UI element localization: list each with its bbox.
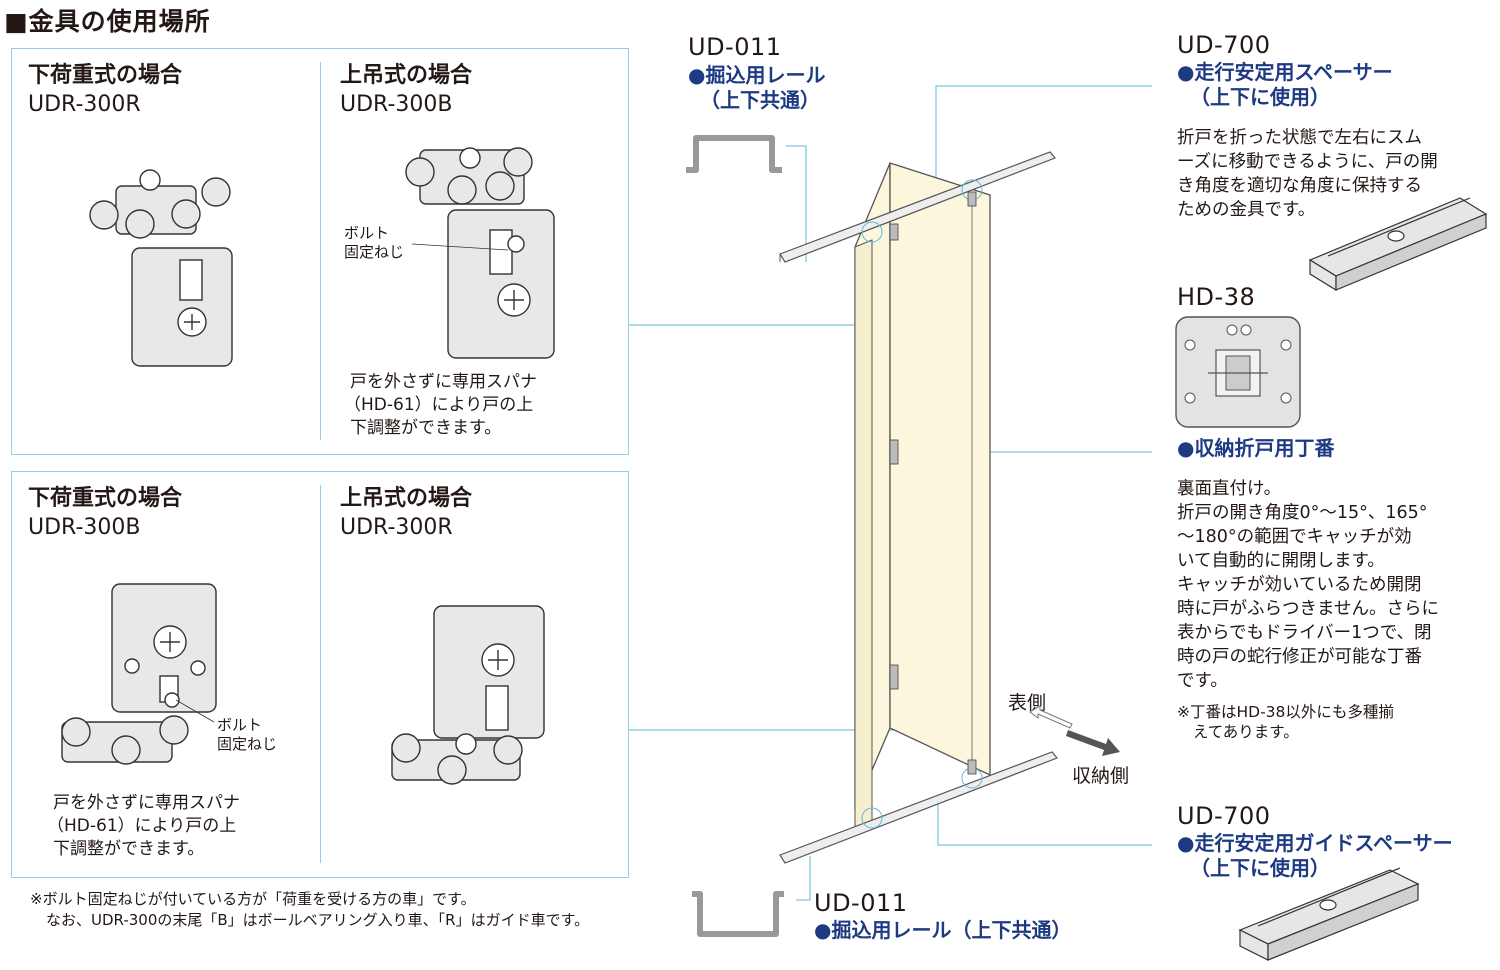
- top-right-heading: 上吊式の場合: [340, 63, 473, 88]
- hinge-label: ●収納折戸用丁番: [1177, 436, 1335, 460]
- top-rail-label: ●掘込用レール: [688, 63, 826, 87]
- hinge-desc-line2: 折戸の開き角度0°〜15°、165°: [1177, 503, 1428, 523]
- bottom-panel-frame: [11, 471, 629, 878]
- leader-spacer-top: [935, 85, 1152, 200]
- bottom-right-model: UDR-300R: [340, 515, 453, 540]
- leader-top-rail: [786, 145, 807, 262]
- spacer-drawing: [1308, 197, 1488, 292]
- top-left-model: UDR-300R: [28, 92, 141, 117]
- bottom-right-heading: 上吊式の場合: [340, 486, 473, 511]
- roller-top-right: [405, 147, 555, 359]
- hinge-desc-line4: いて自動的に開閉します。: [1177, 551, 1385, 571]
- spacer-desc-line4: ための金具です。: [1177, 200, 1316, 220]
- hinge-note-line2: えてあります。: [1193, 723, 1299, 741]
- direction-arrows: [1029, 705, 1120, 756]
- roller-bottom-right: [391, 605, 545, 785]
- spacer-code: UD-700: [1177, 31, 1271, 59]
- top-rail-profile: [686, 135, 782, 173]
- hinge-desc-line1: 裏面直付け。: [1177, 479, 1282, 499]
- bottom-rail-profile: [692, 891, 784, 937]
- bottom-rail-code: UD-011: [814, 889, 908, 917]
- spacer-label-sub: （上下に使用）: [1190, 85, 1330, 109]
- bottom-left-note-line1: 戸を外さずに専用スパナ: [53, 793, 240, 813]
- hinge-desc-line6: 時に戸がふらつきません。さらに: [1177, 599, 1439, 619]
- roller-bottom-left: [61, 583, 217, 765]
- guide-spacer-code: UD-700: [1177, 802, 1271, 830]
- roller-top-left: [89, 169, 233, 367]
- bottom-rail-label: ●掘込用レール（上下共通）: [814, 918, 1072, 942]
- footnote-line1: ※ボルト固定ねじが付いている方が「荷重を受ける方の車」です。: [30, 890, 476, 908]
- bottom-left-callout-line2: 固定ねじ: [217, 735, 278, 753]
- top-right-callout-line1: ボルト: [344, 224, 390, 242]
- guide-spacer-drawing: [1238, 867, 1420, 961]
- guide-spacer-label: ●走行安定用ガイドスペーサー: [1177, 831, 1453, 855]
- hinge-drawing: [1175, 316, 1301, 428]
- guide-spacer-label-sub: （上下に使用）: [1190, 856, 1330, 880]
- top-panel-frame: [11, 48, 629, 455]
- folding-door-drawing: [779, 151, 1058, 864]
- top-rail-label-sub: （上下共通）: [700, 88, 820, 112]
- footnote-line2: なお、UDR-300の末尾「B」はボールベアリング入り車、「R」はガイド車です。: [46, 911, 590, 929]
- hinge-desc-line7: 表からでもドライバー1つで、閉: [1177, 623, 1432, 643]
- bottom-panel-divider: [320, 485, 321, 863]
- spacer-label: ●走行安定用スペーサー: [1177, 60, 1393, 84]
- top-right-note-line2: （HD-61）により戸の上: [344, 395, 534, 415]
- spacer-desc-line3: き角度を適切な角度に保持する: [1177, 176, 1422, 196]
- storage-side-label: 収納側: [1072, 765, 1130, 787]
- top-right-note-line1: 戸を外さずに専用スパナ: [350, 372, 537, 392]
- page-title: ■金具の使用場所: [4, 7, 211, 36]
- hinge-desc-line5: キャッチが効いているため開閉: [1177, 575, 1422, 595]
- bottom-left-note-line2: （HD-61）により戸の上: [47, 816, 237, 836]
- bottom-left-callout-line1: ボルト: [217, 716, 263, 734]
- top-panel-divider: [320, 62, 321, 440]
- hinge-desc-line8: 時の戸の蛇行修正が可能な丁番: [1177, 647, 1422, 667]
- top-rail-code: UD-011: [688, 33, 782, 61]
- bottom-left-model: UDR-300B: [28, 515, 141, 540]
- spacer-desc-line2: ーズに移動できるように、戸の開: [1177, 152, 1438, 172]
- leader-guide-spacer: [937, 798, 1152, 846]
- spacer-desc-line1: 折戸を折った状態で左右にスム: [1177, 128, 1422, 148]
- top-right-note-line3: 下調整ができます。: [350, 418, 502, 438]
- bottom-left-heading: 下荷重式の場合: [28, 486, 183, 511]
- bottom-left-note-line3: 下調整ができます。: [53, 839, 205, 859]
- hinge-desc-line9: です。: [1177, 671, 1228, 691]
- top-left-heading: 下荷重式の場合: [28, 63, 183, 88]
- leader-bottom-rail: [796, 856, 811, 901]
- hinge-note-line1: ※丁番はHD-38以外にも多種揃: [1177, 703, 1394, 721]
- top-right-model: UDR-300B: [340, 92, 453, 117]
- top-right-callout-line2: 固定ねじ: [344, 243, 405, 261]
- hinge-desc-line3: 〜180°の範囲でキャッチが効: [1177, 527, 1412, 547]
- hinge-code: HD-38: [1177, 283, 1256, 311]
